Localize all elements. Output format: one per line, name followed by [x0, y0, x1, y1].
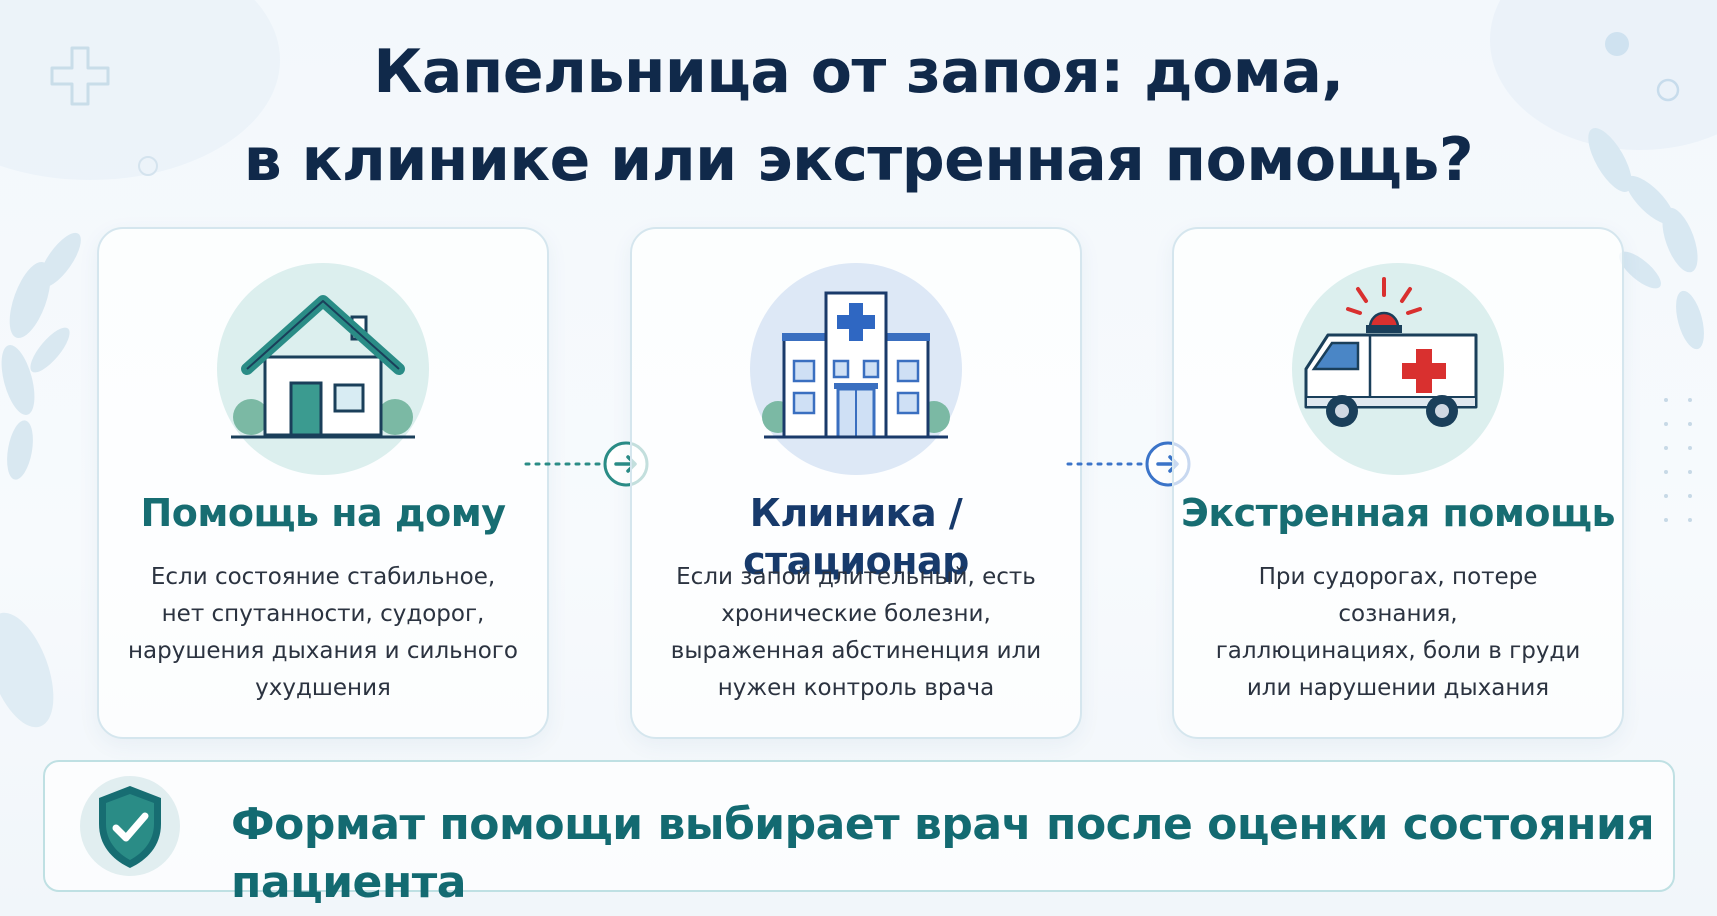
desc-line: хронические болезни, [721, 601, 991, 627]
desc-line: выраженная абстиненция или [670, 638, 1042, 664]
desc-line: нарушения дыхания и сильного [128, 638, 518, 664]
banner-text: Формат помощи выбирает врач после оценки… [231, 799, 1655, 908]
card-heading: Помощь на дому [140, 491, 506, 535]
shield-check-icon [80, 776, 180, 876]
card-description: Если состояние стабильное, нет спутаннос… [127, 559, 519, 707]
desc-line: ухудшения [255, 675, 391, 701]
hospital-icon [744, 257, 968, 481]
desc-line: При судорогах, потере сознания, [1258, 564, 1538, 627]
desc-line: нужен контроль врача [717, 675, 995, 701]
ambulance-icon [1286, 257, 1510, 481]
card-description: Если запой длительный, есть хронические … [660, 559, 1052, 707]
bottom-banner: Формат помощи выбирает врач после оценки… [43, 760, 1675, 908]
card-home-help: Помощь на дому Если состояние стабильное… [97, 227, 549, 739]
page-title: Капельница от запоя: дома, в клинике или… [0, 28, 1717, 204]
card-clinic: Клиника / стационар Если запой длительны… [630, 227, 1082, 739]
desc-line: Если состояние стабильное, [150, 564, 496, 590]
card-emergency: Экстренная помощь При судорогах, потере … [1172, 227, 1624, 739]
card-heading: Экстренная помощь [1180, 491, 1616, 535]
title-line-2: в клинике или экстренная помощь? [243, 125, 1474, 195]
desc-line: галлюцинациях, боли в груди [1215, 638, 1581, 664]
desc-line: нет спутанности, судорог, [161, 601, 485, 627]
house-icon [211, 257, 435, 481]
title-line-1: Капельница от запоя: дома, [373, 37, 1344, 107]
desc-line: Если запой длительный, есть [676, 564, 1036, 590]
desc-line: или нарушении дыхания [1246, 675, 1550, 701]
card-heading: Клиника / стационар [743, 491, 969, 583]
card-description: При судорогах, потере сознания, галлюцин… [1202, 559, 1594, 707]
